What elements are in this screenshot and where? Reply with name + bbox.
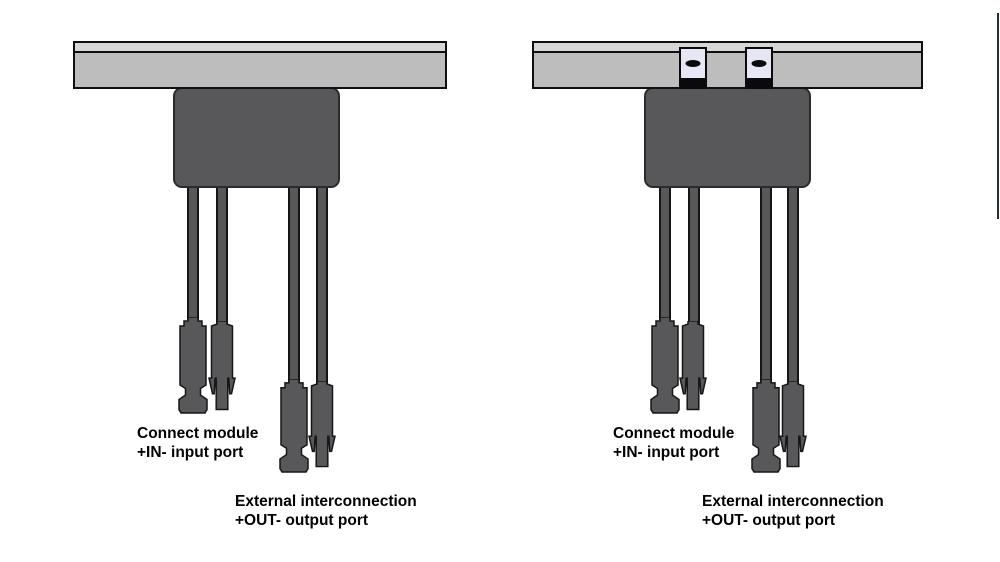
output-port-label-line1: External interconnection: [235, 493, 417, 510]
mc4-female-connector-input: [650, 317, 680, 414]
mc4-female-connector-input: [178, 317, 208, 414]
rail-top-strip: [534, 43, 921, 53]
cable-output-positive: [288, 186, 300, 382]
cable-output-negative: [787, 186, 799, 384]
rail-top-strip: [75, 43, 445, 53]
output-port-label: External interconnection +OUT- output po…: [235, 492, 417, 530]
cable-input-negative: [688, 186, 700, 324]
output-port-label-line2: +OUT- output port: [235, 512, 369, 529]
mc4-female-shape: [650, 317, 680, 414]
clamp-screw-slot: [685, 60, 701, 67]
input-port-label-line1: Connect module: [137, 425, 259, 442]
clamp-base: [680, 78, 706, 88]
mounting-clamp-right: [745, 47, 773, 89]
mc4-female-shape: [178, 317, 208, 414]
clamp-base: [746, 78, 772, 88]
mc4-male-connector-input: [679, 321, 707, 411]
module-frame-rail: [73, 41, 447, 89]
cable-input-negative: [216, 186, 228, 324]
clamp-screw-slot: [751, 60, 767, 67]
cable-output-negative: [316, 186, 328, 384]
mc4-male-shape: [208, 321, 236, 411]
mc4-female-connector-output: [279, 379, 309, 473]
mounting-clamp-left: [679, 47, 707, 89]
mc4-female-shape: [751, 379, 781, 473]
mc4-male-shape: [779, 381, 807, 468]
output-port-label: External interconnection +OUT- output po…: [702, 492, 884, 530]
input-port-label-line2: +IN- input port: [613, 444, 720, 461]
input-port-label-line2: +IN- input port: [137, 444, 244, 461]
cable-input-positive: [659, 186, 671, 320]
mc4-male-connector-output: [308, 381, 336, 468]
mc4-male-connector-output: [779, 381, 807, 468]
module-frame-rail: [532, 41, 923, 89]
screen-edge-artifact-line: [997, 13, 999, 219]
mc4-male-shape: [308, 381, 336, 468]
output-port-label-line2: +OUT- output port: [702, 512, 836, 529]
mc4-female-connector-output: [751, 379, 781, 473]
input-port-label-line1: Connect module: [613, 425, 735, 442]
cable-output-positive: [760, 186, 772, 382]
mc4-male-shape: [679, 321, 707, 411]
output-port-label-line1: External interconnection: [702, 493, 884, 510]
mc4-female-shape: [279, 379, 309, 473]
junction-box: [644, 87, 811, 188]
mc4-male-connector-input: [208, 321, 236, 411]
input-port-label: Connect module +IN- input port: [137, 424, 258, 462]
cable-input-positive: [187, 186, 199, 320]
input-port-label: Connect module +IN- input port: [613, 424, 734, 462]
